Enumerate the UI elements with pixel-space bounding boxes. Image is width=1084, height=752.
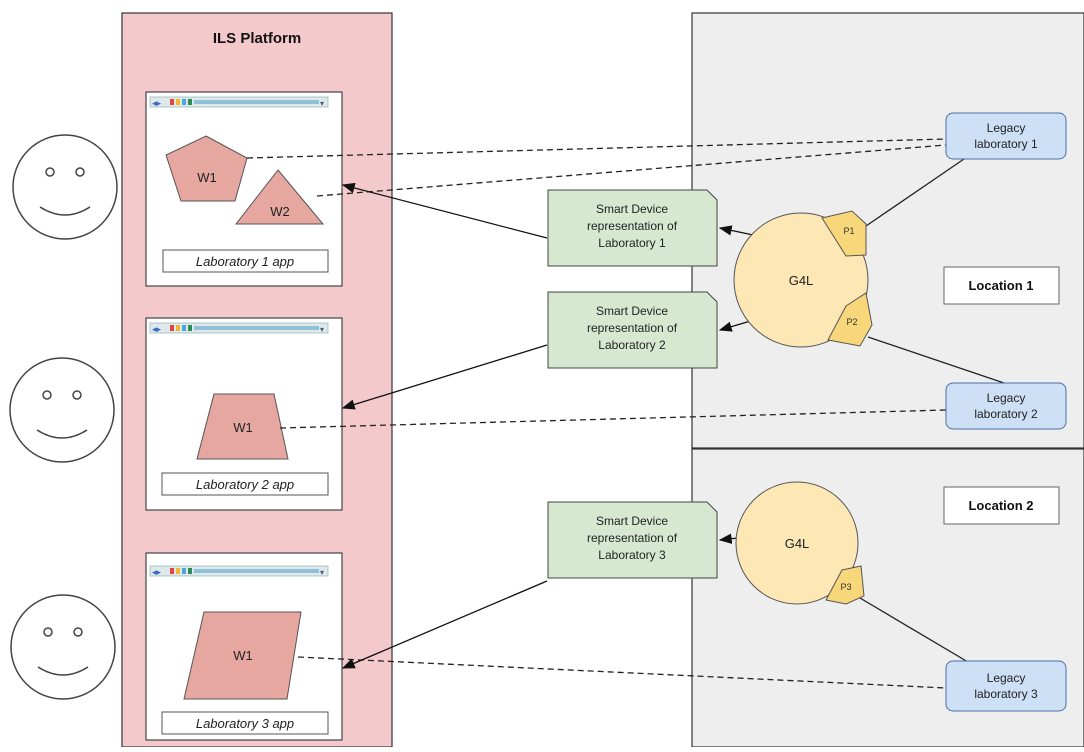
port-label: P2 [846,317,857,327]
browser-nav-icons: ◂▸ [152,567,162,577]
smart-device-text: Laboratory 2 [598,338,666,352]
legacy-lab-text: laboratory 3 [974,687,1038,701]
gateway-2: G4L P3 [735,481,865,605]
location-label: Location 2 [968,498,1033,513]
user-smiley-1 [12,134,118,240]
widget-w1-pentagon [165,135,248,202]
legacy-lab-text: laboratory 1 [974,137,1038,151]
legacy-lab-2: Legacy laboratory 2 [945,382,1067,430]
app-label: Laboratory 1 app [196,254,294,269]
app-label-box [161,472,329,496]
widget-label: W1 [233,648,253,663]
smart-device-to-app-arrows [341,182,548,669]
legacy-lab-text: laboratory 2 [974,407,1038,421]
legacy-lab-1: Legacy laboratory 1 [945,112,1067,160]
user-smiley-2 [9,357,115,463]
app-window-3: ◂▸ ▾ W1 Laboratory 3 app [145,552,343,741]
widget-label: W2 [270,204,290,219]
user-smiley-3 [10,594,116,700]
smart-device-text: representation of [587,531,678,545]
legacy-lab-3: Legacy laboratory 3 [945,660,1067,712]
browser-nav-icons: ◂▸ [152,324,162,334]
app-window-1: ◂▸ ▾ W1 W2 Laboratory 1 app [145,91,343,287]
widget-label: W1 [197,170,217,185]
app-label: Laboratory 2 app [196,477,294,492]
app-label-box [161,711,329,735]
legacy-lab-text: Legacy [987,121,1026,135]
smart-device-text: Smart Device [596,202,668,216]
location-1-label-box: Location 1 [943,266,1060,305]
chevron-down-icon: ▾ [320,568,324,577]
port-p1 [821,210,867,257]
smart-device-card-3: Smart Device representation of Laborator… [547,501,718,579]
smart-device-text: Laboratory 1 [598,236,666,250]
smart-device-card-2: Smart Device representation of Laborator… [547,291,718,369]
port-label: P3 [840,582,851,592]
gateway-1: G4L P1 P2 [733,210,873,348]
chevron-down-icon: ▾ [320,99,324,108]
chevron-down-icon: ▾ [320,325,324,334]
browser-nav-icons: ◂▸ [152,98,162,108]
legacy-lab-text: Legacy [987,671,1026,685]
smart-device-card-1: Smart Device representation of Laborator… [547,189,718,267]
platform-title: ILS Platform [213,30,301,47]
location-label: Location 1 [968,278,1033,293]
gateway-label: G4L [785,536,810,551]
app-window-2: ◂▸ ▾ W1 Laboratory 2 app [145,317,343,511]
smart-device-text: representation of [587,219,678,233]
port-label: P1 [843,226,854,236]
legacy-lab-text: Legacy [987,391,1026,405]
widget-w2-triangle [234,169,325,225]
smart-device-text: Smart Device [596,514,668,528]
port-to-legacy-lines [859,158,1005,666]
widget-w1-parallelogram [183,611,302,700]
dashed-connections [246,138,947,689]
port-p2 [827,292,873,347]
smart-device-text: Laboratory 3 [598,548,666,562]
widget-label: W1 [233,420,253,435]
widget-w1-trapezoid [196,393,289,460]
app-label-box [162,249,329,273]
smart-device-text: Smart Device [596,304,668,318]
port-p3 [825,565,865,605]
gateway-label: G4L [789,273,814,288]
smart-device-text: representation of [587,321,678,335]
location-2-label-box: Location 2 [943,486,1060,525]
app-label: Laboratory 3 app [196,716,294,731]
